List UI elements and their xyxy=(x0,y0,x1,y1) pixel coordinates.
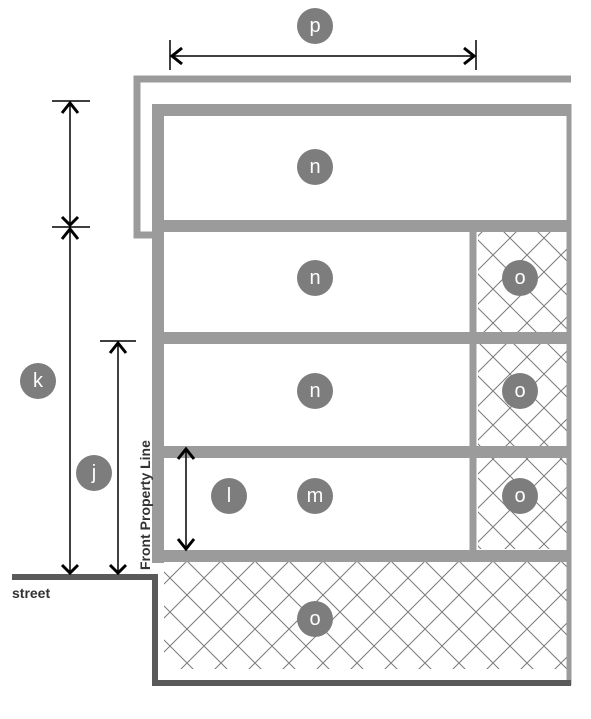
hatched-zone-bottom xyxy=(164,562,568,669)
label-n-second: n xyxy=(297,260,333,296)
label-k: k xyxy=(20,363,56,399)
upper-overhang-outline xyxy=(133,75,571,239)
svg-text:o: o xyxy=(514,380,525,402)
svg-text:n: n xyxy=(309,380,320,402)
svg-text:o: o xyxy=(309,608,320,630)
svg-text:o: o xyxy=(514,267,525,289)
svg-text:n: n xyxy=(309,267,320,289)
street-basement-outline xyxy=(12,574,571,686)
front-property-line-label: Front Property Line xyxy=(137,440,153,570)
svg-text:j: j xyxy=(91,462,96,484)
dimension-p xyxy=(169,40,477,70)
label-j: j xyxy=(76,455,112,491)
svg-text:k: k xyxy=(33,370,44,392)
label-p: p xyxy=(297,8,333,44)
label-o-bottom: o xyxy=(297,601,333,637)
label-l: l xyxy=(211,478,247,514)
label-n-top: n xyxy=(297,149,333,185)
svg-text:n: n xyxy=(309,156,320,178)
svg-text:o: o xyxy=(514,485,525,507)
street-label: street xyxy=(12,585,50,601)
dimension-j xyxy=(100,340,136,576)
label-o-fourth: o xyxy=(502,478,538,514)
label-m: m xyxy=(297,478,333,514)
label-o-second: o xyxy=(502,260,538,296)
label-o-third: o xyxy=(502,373,538,409)
svg-text:p: p xyxy=(309,15,320,37)
svg-text:l: l xyxy=(227,485,231,507)
dimension-l xyxy=(176,446,196,552)
dimension-k xyxy=(52,100,90,576)
svg-text:m: m xyxy=(307,485,324,507)
label-n-third: n xyxy=(297,373,333,409)
